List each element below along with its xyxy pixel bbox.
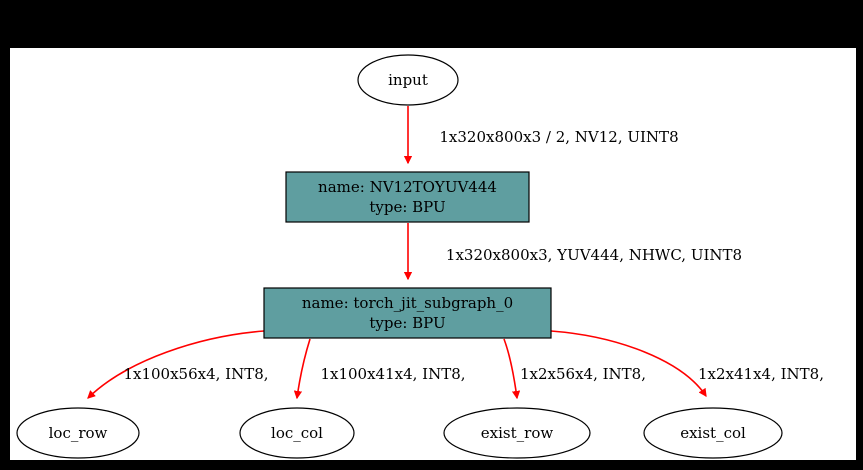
node-label-loc-col: loc_col [271,424,323,442]
edge-subgraph-to-exist-col: 1x2x41x4, INT8, [550,330,824,398]
node-label-type: type: BPU [369,198,445,216]
node-label-name: name: torch_jit_subgraph_0 [302,294,513,312]
graph-edges: 1x320x800x3 / 2, NV12, UINT8 1x320x800x3… [87,106,824,400]
node-label-input: input [388,71,428,89]
node-label-name: name: NV12TOYUV444 [318,178,497,196]
node-label-exist-row: exist_row [481,424,554,442]
node-shape-ellipse[interactable] [357,54,459,106]
node-shape-ellipse[interactable] [239,407,355,459]
edge-label-1: 1x320x800x3 / 2, NV12, UINT8 [439,128,678,146]
node-loc-row[interactable]: loc_row [16,407,140,459]
edge-label-2: 1x320x800x3, YUV444, NHWC, UINT8 [446,246,742,264]
node-label-type: type: BPU [369,314,445,332]
edge-label-4: 1x100x41x4, INT8, [320,365,465,383]
node-exist-col[interactable]: exist_col [643,407,783,459]
edge-subgraph-to-loc-row: 1x100x56x4, INT8, [87,330,269,399]
edge-path [293,338,311,400]
edge-label-3: 1x100x56x4, INT8, [123,365,268,383]
edge-nv12toyuv444-to-subgraph: 1x320x800x3, YUV444, NHWC, UINT8 [403,223,742,281]
graph-drawing-surface [10,48,856,460]
node-exist-row[interactable]: exist_row [443,407,591,459]
edge-path [503,338,521,400]
edge-path [550,330,707,398]
edge-label-6: 1x2x41x4, INT8, [698,365,824,383]
edge-path [87,330,265,399]
node-shape-ellipse[interactable] [16,407,140,459]
node-shape-box[interactable] [263,287,552,339]
node-torch-jit-subgraph-0[interactable]: name: torch_jit_subgraph_0 type: BPU [263,287,552,339]
edge-label-5: 1x2x56x4, INT8, [520,365,646,383]
node-input[interactable]: input [357,54,459,106]
node-label-loc-row: loc_row [49,424,108,442]
node-shape-box[interactable] [285,171,530,223]
graph-nodes: input name: NV12TOYUV444 type: BPU name:… [16,54,783,459]
node-label-exist-col: exist_col [680,424,746,442]
edge-subgraph-to-exist-row: 1x2x56x4, INT8, [503,338,646,400]
edge-input-to-nv12toyuv444: 1x320x800x3 / 2, NV12, UINT8 [403,106,679,165]
edge-subgraph-to-loc-col: 1x100x41x4, INT8, [293,338,466,400]
node-shape-ellipse[interactable] [643,407,783,459]
node-shape-ellipse[interactable] [443,407,591,459]
node-nv12toyuv444[interactable]: name: NV12TOYUV444 type: BPU [285,171,530,223]
node-loc-col[interactable]: loc_col [239,407,355,459]
